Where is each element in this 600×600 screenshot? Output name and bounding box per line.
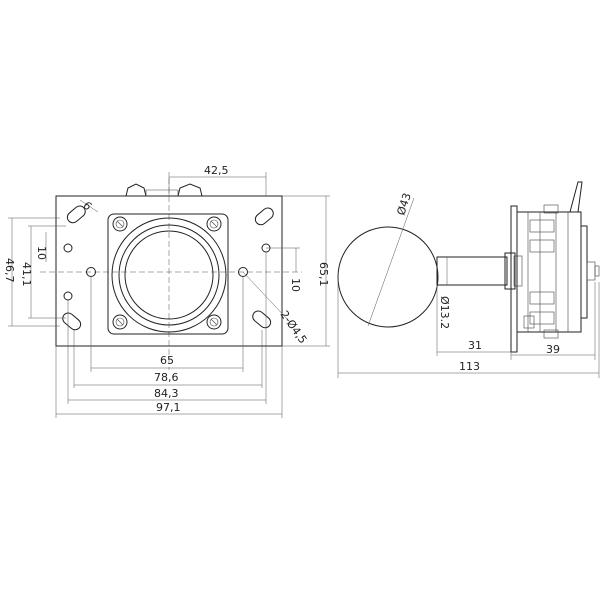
center-ring-outer xyxy=(111,217,227,333)
top-tab xyxy=(177,183,203,197)
body-housing xyxy=(516,211,582,333)
corner-slot xyxy=(254,207,274,226)
dim-shaft-diameter: Ø13.2 xyxy=(438,296,451,329)
dim-center-height: 41,1 xyxy=(20,262,33,287)
microswitch-tab xyxy=(569,181,583,213)
screw xyxy=(206,216,222,232)
dim-overall-height-left: 46,7 xyxy=(3,258,16,283)
screw xyxy=(206,314,222,330)
corner-slot xyxy=(252,310,272,329)
center-ring-inner xyxy=(124,230,214,320)
corner-slot xyxy=(66,205,86,224)
dim-inner-height: 10 xyxy=(35,246,48,260)
side-hole xyxy=(63,243,73,253)
front-view: 42,5 6 46,7 41,1 10 10 65,1 2-Ø4,5 65 xyxy=(3,164,330,418)
top-tab xyxy=(145,189,179,196)
shaft xyxy=(436,256,508,286)
center-housing xyxy=(107,213,229,335)
screw xyxy=(112,314,128,330)
dim-corner-cut: 6 xyxy=(80,199,94,213)
screw xyxy=(112,216,128,232)
ball-top xyxy=(337,226,439,328)
shaft-collar xyxy=(513,255,523,287)
dim-right-hole-height: 10 xyxy=(289,278,302,292)
dim-total-length: 113 xyxy=(459,360,480,373)
side-view: Ø43 Ø13.2 31 39 113 xyxy=(337,181,600,378)
dim-shaft-length: 31 xyxy=(468,339,482,352)
center-ring-mid xyxy=(118,224,220,326)
dim-plate-width: 97,1 xyxy=(156,401,181,414)
shaft-collar xyxy=(504,252,516,290)
dim-body-depth: 39 xyxy=(546,343,560,356)
dim-mount-spacing: 84,3 xyxy=(154,387,179,400)
dim-hole-spacing: 65 xyxy=(160,354,174,367)
dim-overall-height-right: 65,1 xyxy=(317,262,330,287)
end-cap xyxy=(580,225,588,319)
dim-top-width: 42,5 xyxy=(204,164,229,177)
side-hole xyxy=(63,291,73,301)
dim-slot-spacing: 78,6 xyxy=(154,371,179,384)
dim-ball-diameter: Ø43 xyxy=(394,191,413,217)
top-tab xyxy=(125,183,147,197)
corner-slot xyxy=(62,312,82,331)
